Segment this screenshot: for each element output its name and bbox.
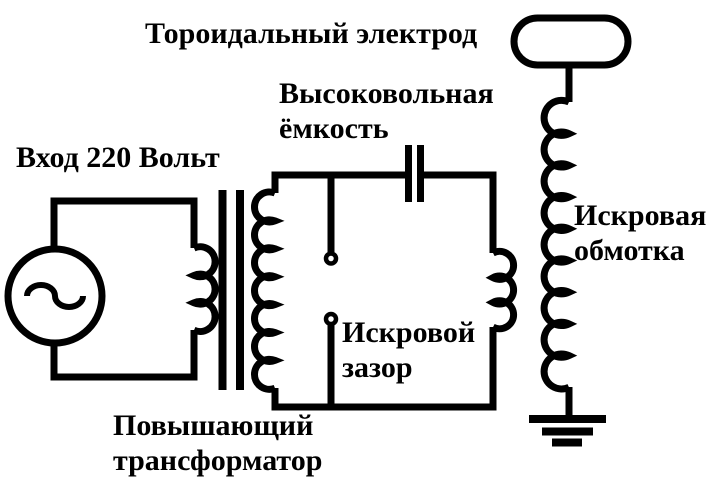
spark-gap-bottom-electrode [323,311,339,327]
label-toroidal-electrode: Тороидальный электрод [145,17,478,50]
toroid-electrode [510,14,632,69]
secondary-winding-coil [251,188,285,393]
spark-winding-coil [540,96,578,393]
label-hv-capacitor: Высоковольная ёмкость [279,77,494,145]
label-input-voltage: Вход 220 Вольт [16,141,220,174]
ground-icon [529,415,606,447]
spark-gap-top-electrode [323,251,339,266]
ac-source-circle [4,245,106,347]
tank-top-wire [271,171,497,253]
label-step-up-transformer: Повышающий трансформатор [113,409,323,477]
input-loop-wire [50,197,198,381]
coupling-coil [485,247,518,333]
label-spark-winding: Искровая обмотка [574,199,707,267]
tank-bottom-wire [271,327,497,411]
primary-winding-coil [185,243,219,335]
label-spark-gap: Искровой зазор [342,316,476,384]
ac-sine-icon [24,282,86,310]
